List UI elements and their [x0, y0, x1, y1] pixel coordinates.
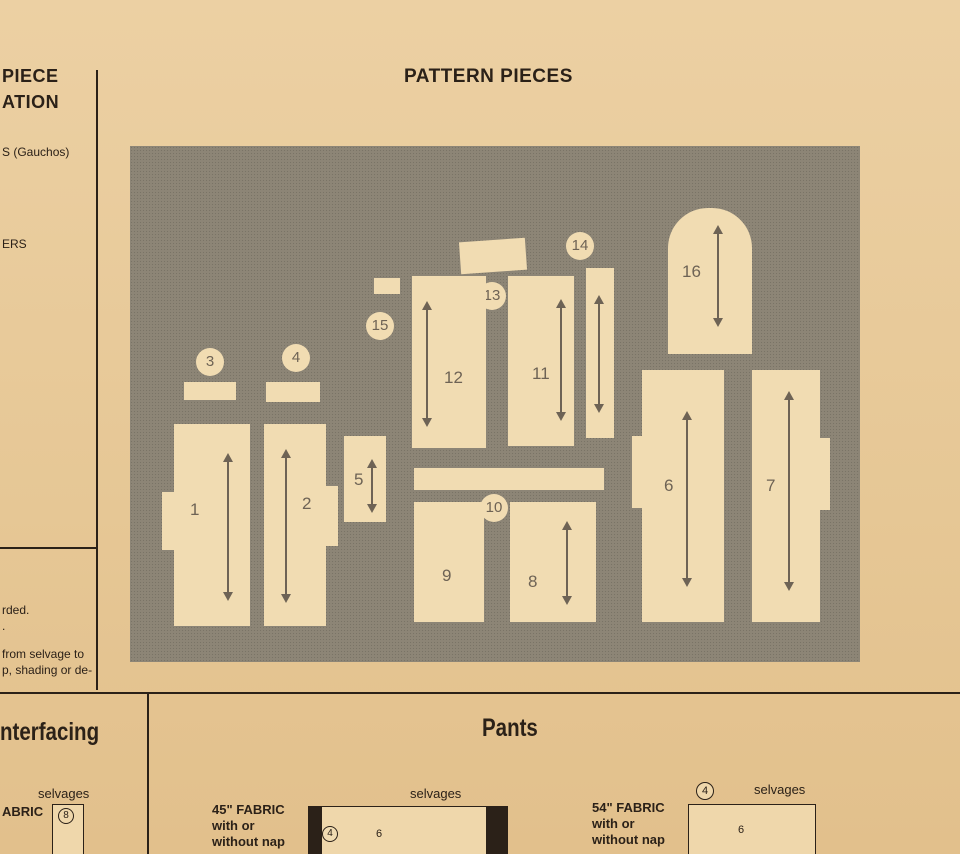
- grainline-icon: [281, 449, 291, 603]
- bottom-column-divider: [147, 694, 149, 854]
- waistband-shape: [414, 468, 604, 490]
- fabric54-piece-a: 4: [696, 782, 714, 800]
- grainline-icon: [223, 453, 233, 601]
- left-selvages-label: selvages: [38, 786, 90, 801]
- piece-16-number: 16: [682, 262, 701, 281]
- left-column-divider: [96, 70, 98, 690]
- piece-2-number: 2: [302, 494, 312, 513]
- piece-1-number: 1: [190, 500, 200, 519]
- piece-7-shape: [752, 370, 820, 622]
- piece-10-number: 10: [480, 494, 508, 522]
- left-fabric-label: ABRIC: [2, 804, 44, 819]
- grainline-icon: [367, 459, 377, 513]
- piece-7-number: 7: [766, 476, 776, 495]
- piece-7-crotch: [818, 438, 830, 510]
- left-box-divider: [0, 547, 98, 549]
- piece-5-number: 5: [354, 470, 364, 489]
- fabric45-selvages: selvages: [410, 786, 462, 801]
- piece-8-shape: [510, 502, 596, 622]
- piece-1-shape: [174, 424, 250, 626]
- fabric45-piece-a: 4: [322, 826, 338, 842]
- piece-6-crotch: [632, 436, 646, 508]
- fabric54-line1: 54" FABRIC: [592, 800, 665, 815]
- piece-6-number: 6: [664, 476, 674, 495]
- grainline-icon: [422, 301, 432, 427]
- left-note-1: rded.: [2, 603, 30, 617]
- grainline-icon: [682, 411, 692, 587]
- left-note-2: .: [2, 619, 6, 633]
- interfacing-piece-number: 8: [58, 808, 74, 824]
- piece-8-number: 8: [528, 572, 538, 591]
- left-title-line1: PIECE: [2, 66, 59, 86]
- piece-5-shape: [344, 436, 386, 522]
- pattern-pieces-photo: 16 14 11 13 12 15 3 4 1 2: [130, 146, 860, 662]
- piece-12-number: 12: [444, 368, 463, 387]
- piece-13-shape: [458, 237, 528, 275]
- piece-4-shape: [266, 382, 320, 402]
- section-divider: [0, 692, 960, 694]
- grainline-icon: [713, 225, 723, 327]
- piece-3-shape: [184, 382, 236, 400]
- fabric54-layout: [688, 804, 816, 854]
- fabric54-line2: with or: [592, 816, 635, 831]
- pants-heading: Pants: [482, 714, 538, 742]
- grainline-icon: [562, 521, 572, 605]
- piece-3-number: 3: [196, 348, 224, 376]
- piece-4-number: 4: [282, 344, 310, 372]
- grainline-icon: [594, 295, 604, 413]
- piece-14-number: 14: [566, 232, 594, 260]
- grainline-icon: [556, 299, 566, 421]
- piece-15-shape: [374, 278, 400, 294]
- grainline-icon: [784, 391, 794, 591]
- left-title-line2: ATION: [2, 92, 60, 112]
- piece-1-crotch: [162, 492, 178, 550]
- fabric45-line2: with or: [212, 818, 255, 833]
- fabric54-line3: without nap: [592, 832, 665, 847]
- page-title: PATTERN PIECES: [404, 66, 573, 87]
- left-note-4: p, shading or de-: [2, 663, 93, 677]
- left-entry-gauchos: S (Gauchos): [2, 145, 70, 159]
- fabric45-line3: without nap: [212, 834, 285, 849]
- fabric45-piece-b: 6: [376, 828, 383, 840]
- piece-2-shape: [264, 424, 326, 626]
- piece-2-crotch: [324, 486, 338, 546]
- fabric54-selvages: selvages: [754, 782, 806, 797]
- piece-11-number: 11: [532, 364, 550, 383]
- left-note-3: from selvage to: [2, 647, 85, 661]
- interfacing-heading: nterfacing: [0, 718, 100, 746]
- left-entry-ers: ERS: [2, 237, 27, 251]
- fabric45-line1: 45" FABRIC: [212, 802, 285, 817]
- fabric45-layout: [308, 806, 508, 854]
- piece-9-shape: [414, 502, 484, 622]
- piece-16-shape: [668, 208, 752, 354]
- fabric54-piece-b: 6: [738, 824, 745, 836]
- piece-9-number: 9: [442, 566, 452, 585]
- piece-15-number: 15: [366, 312, 394, 340]
